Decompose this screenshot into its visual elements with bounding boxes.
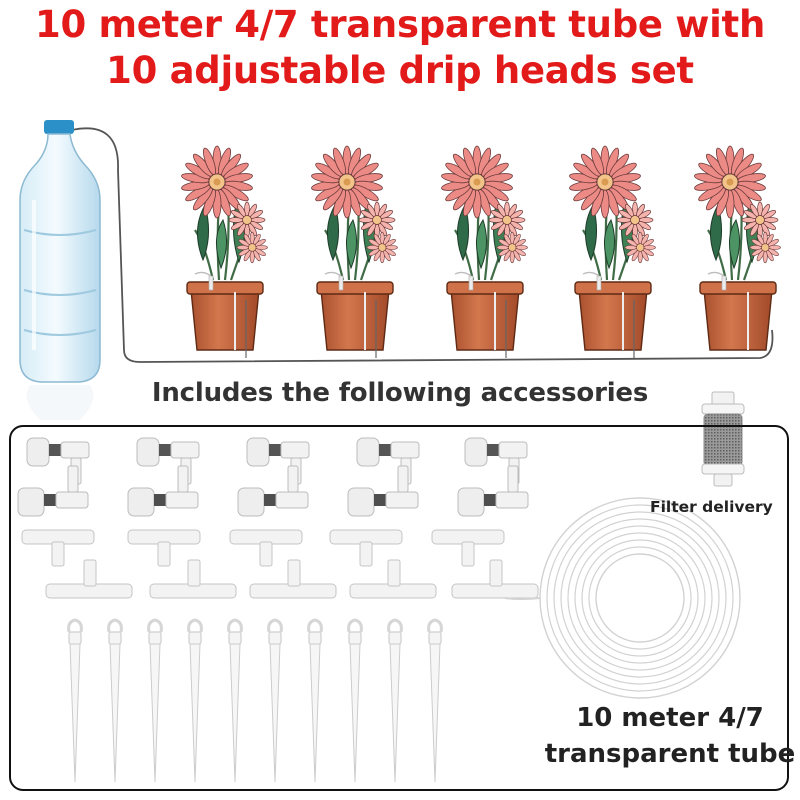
headline: 10 meter 4/7 transparent tube with 10 ad… bbox=[0, 2, 800, 94]
potted-plant-5 bbox=[694, 146, 781, 350]
accessories-frame bbox=[9, 425, 789, 791]
accessories-heading: Includes the following accessories bbox=[151, 378, 649, 408]
tube-label-line-1: 10 meter 4/7 bbox=[576, 703, 764, 733]
filter-image bbox=[701, 391, 745, 487]
potted-plant-4 bbox=[569, 146, 656, 350]
coiled-tube-image bbox=[504, 497, 741, 699]
tube-label: 10 meter 4/7 transparent tube bbox=[520, 700, 800, 772]
potted-plant-3 bbox=[441, 146, 528, 350]
potted-plant-2 bbox=[311, 146, 398, 350]
tube-label-line-2: transparent tube bbox=[544, 739, 796, 769]
potted-plant-1 bbox=[181, 146, 268, 350]
headline-line-1: 10 meter 4/7 transparent tube with bbox=[35, 3, 765, 46]
filter-label: Filter delivery bbox=[650, 498, 773, 516]
supply-tube bbox=[71, 127, 774, 363]
headline-line-2: 10 adjustable drip heads set bbox=[106, 49, 694, 92]
water-bottle-image bbox=[19, 120, 101, 420]
